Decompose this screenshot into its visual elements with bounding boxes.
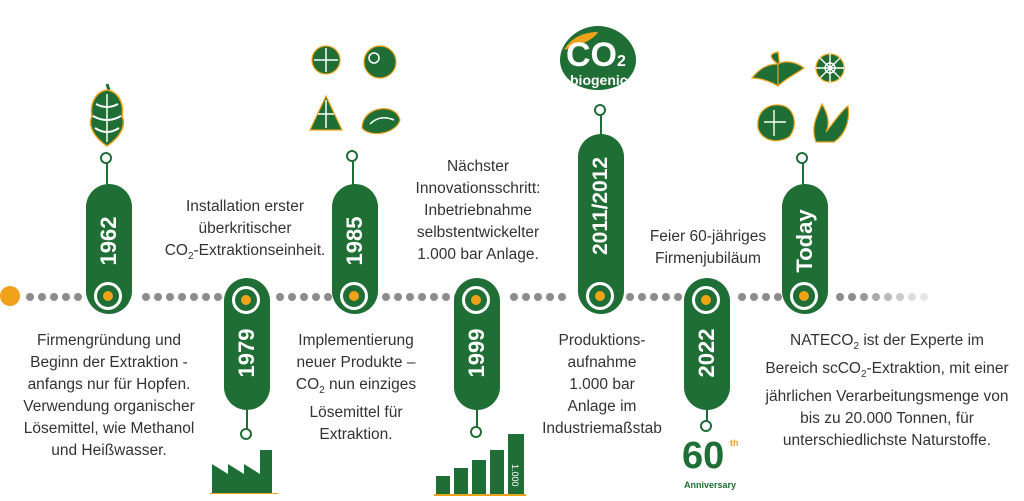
milestone-text-today: NATECO2 ist der Experte im Bereich scCO2…: [765, 332, 1009, 450]
bar-chart-icon: 1.000: [434, 434, 526, 496]
milestone-text-1985: Implementierung neuer Produkte – CO2 nun…: [295, 332, 417, 444]
connector-knob: [346, 150, 358, 162]
milestone-pill-1962: 1962: [86, 184, 132, 314]
year-label: 1999: [464, 328, 489, 378]
factory-icon: [210, 450, 278, 494]
milestone-text-1979: Installation erster überkritischer CO2-E…: [164, 198, 326, 263]
milestone-pill-2011-2012: 2011/2012: [578, 134, 624, 314]
milestone-pill-1985: 1985: [332, 184, 378, 314]
timeline-dots: [26, 292, 82, 302]
connector-knob: [240, 428, 252, 440]
botanicals-icon: [750, 51, 850, 143]
year-label: 2011/2012: [589, 156, 612, 256]
milestone-text-2022: Feier 60-jähriges Firmenjubiläum: [649, 228, 767, 267]
year-label: Today: [792, 209, 817, 273]
timeline-marker: [94, 282, 122, 310]
milestone-pill-today: Today: [782, 184, 828, 314]
connector-knob: [594, 104, 606, 116]
milestone-pill-2022: 2022: [684, 278, 730, 410]
timeline-dots: [510, 292, 566, 302]
timeline-dots: [738, 292, 782, 302]
year-label: 1985: [342, 216, 367, 266]
anniversary-60-icon: 60 th Anniversary: [682, 435, 739, 490]
connector-knob: [100, 152, 112, 164]
year-label: 2022: [694, 328, 719, 378]
timeline-marker: [232, 286, 260, 314]
timeline-dots: [382, 292, 462, 302]
milestone-text-2011-2012: Produktions- aufnahme 1.000 bar Anlage i…: [542, 332, 662, 437]
timeline-marker: [790, 282, 818, 310]
plants-icon: [309, 45, 401, 135]
timeline-marker: [340, 282, 368, 310]
year-label: 1979: [234, 328, 259, 378]
timeline-marker: [586, 282, 614, 310]
hop-icon: [89, 83, 125, 147]
milestone-pill-1979: 1979: [224, 278, 270, 410]
timeline-marker: [462, 286, 490, 314]
timeline-marker: [692, 286, 720, 314]
connector-knob: [700, 420, 712, 432]
timeline-dots-fading: [836, 292, 928, 302]
co2-biogenic-logo: CO2 biogenic: [556, 24, 640, 92]
connector-knob: [470, 426, 482, 438]
timeline-dots: [142, 292, 222, 302]
timeline-dots: [276, 292, 332, 302]
connector-knob: [796, 152, 808, 164]
milestone-text-1999: Nächster Innovationsschritt: Inbetriebna…: [415, 158, 541, 263]
timeline-start-dot: [0, 286, 20, 306]
year-label: 1962: [96, 216, 121, 266]
bar-label: 1.000: [510, 464, 520, 487]
milestone-text-1962: Firmengründung und Beginn der Extraktion…: [23, 332, 195, 459]
timeline-dots: [626, 292, 682, 302]
milestone-pill-1999: 1999: [454, 278, 500, 410]
